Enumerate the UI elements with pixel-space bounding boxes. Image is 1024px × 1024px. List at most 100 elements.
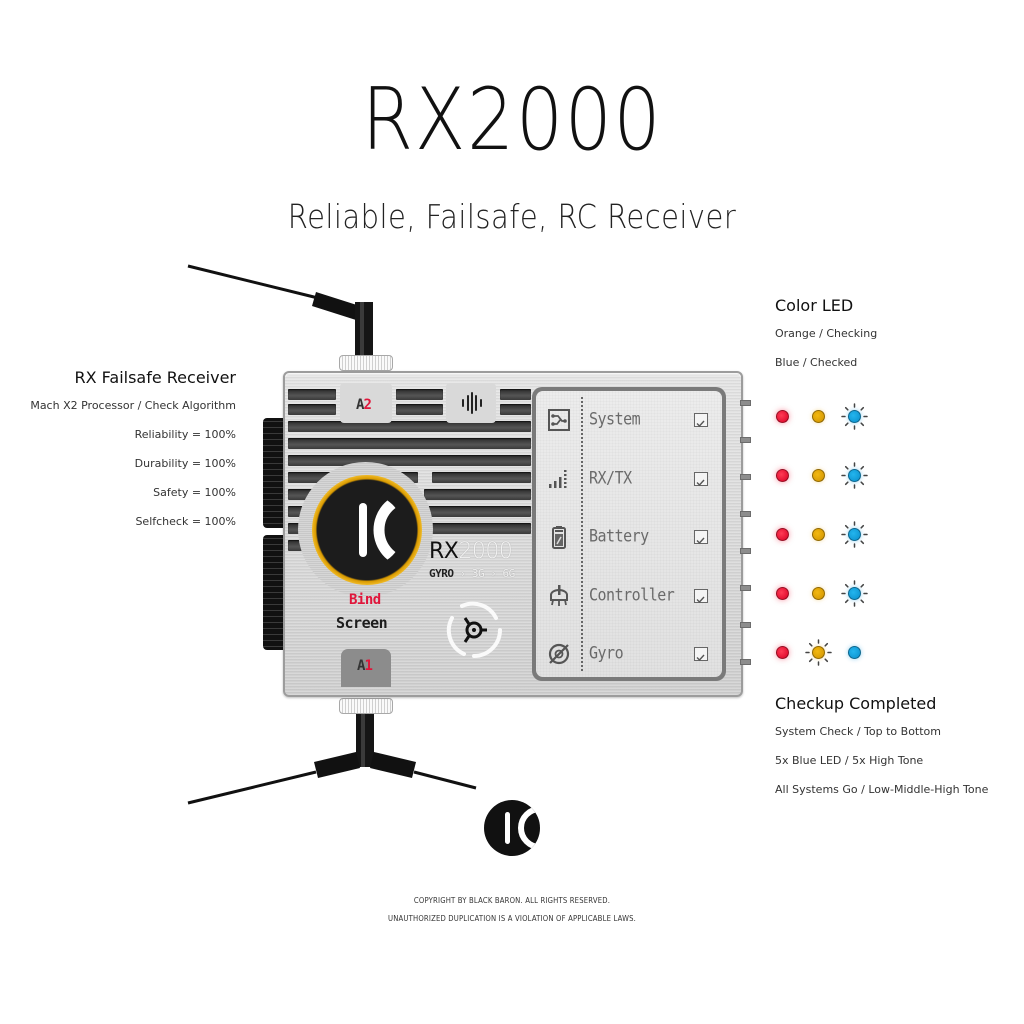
vent-slot xyxy=(396,389,443,400)
battery-icon xyxy=(552,526,566,549)
orange-led-icon xyxy=(812,528,825,541)
blue-led-icon xyxy=(848,528,861,541)
model-prefix: RX xyxy=(429,539,459,564)
page-subtitle: Reliable, Failsafe, RC Receiver xyxy=(287,197,737,236)
screen-item-label: Battery xyxy=(589,525,649,547)
orange-led-icon xyxy=(812,646,825,659)
led-legend-line: Orange / Checking xyxy=(775,327,878,340)
tag-prefix: A xyxy=(356,397,365,413)
vent-slot xyxy=(288,506,304,517)
antenna-top xyxy=(187,264,373,357)
vent-slot xyxy=(288,421,531,432)
heatsink-fin xyxy=(740,511,751,517)
color-led-info: Color LED Orange / Checking Blue / Check… xyxy=(775,296,877,385)
spec-line: Safety = 100% xyxy=(153,486,236,499)
antenna-a2-pad xyxy=(340,383,392,423)
antenna-bottom-connector xyxy=(339,698,393,714)
heatsink-fin xyxy=(740,585,751,591)
color-led-heading: Color LED xyxy=(775,296,854,315)
blue-led-icon xyxy=(848,469,861,482)
vent-slot xyxy=(500,404,531,415)
rotate-arcs-icon xyxy=(446,601,502,658)
orange-led-icon xyxy=(812,587,825,600)
screen-divider xyxy=(581,397,583,671)
screen-item-label: Gyro xyxy=(589,642,624,664)
gyro-modes: GYRO › 3G › 6G xyxy=(429,567,515,580)
check-icon xyxy=(696,596,705,603)
red-led-icon xyxy=(776,587,789,600)
failsafe-heading: RX Failsafe Receiver xyxy=(74,368,236,387)
screen-item-label: System xyxy=(589,408,641,430)
screen-label: Screen xyxy=(336,614,388,632)
copyright-notice: UNAUTHORIZED DUPLICATION IS A VIOLATION … xyxy=(387,914,637,923)
led-row xyxy=(772,521,872,582)
check-icon xyxy=(696,420,705,428)
checkbox-checked[interactable] xyxy=(694,530,708,545)
heatsink-fin xyxy=(740,474,751,480)
heatsink-fin xyxy=(740,659,751,665)
heatsink-fin xyxy=(740,548,751,554)
page-title: RX2000 xyxy=(361,70,663,170)
checkbox-checked[interactable] xyxy=(694,588,708,603)
screen-item-system[interactable]: System xyxy=(536,401,722,441)
heatsink-fin xyxy=(740,622,751,628)
screen-item-rxtx[interactable]: RX/TX xyxy=(536,460,722,500)
screen-item-battery[interactable]: Battery xyxy=(536,518,722,558)
check-icon xyxy=(696,654,705,662)
checkup-line: 5x Blue LED / 5x High Tone xyxy=(775,754,924,767)
red-led-icon xyxy=(776,469,789,482)
spec-line: Selfcheck = 100% xyxy=(135,515,236,528)
vent-slot xyxy=(430,523,531,534)
side-heatsink xyxy=(740,380,752,690)
check-icon xyxy=(696,479,705,486)
model-number: 2000 xyxy=(458,539,513,564)
red-led-icon xyxy=(776,410,789,423)
check-icon xyxy=(696,537,705,545)
antenna-bottom xyxy=(187,712,477,805)
tag-number: 1 xyxy=(364,658,373,674)
brand-logo-icon xyxy=(359,494,403,566)
heatsink-fin xyxy=(740,400,751,406)
circuit-icon xyxy=(548,409,570,431)
vent-slot xyxy=(432,472,531,483)
signal-icon xyxy=(549,469,567,488)
tag-number: 2 xyxy=(363,397,372,413)
gyro-label: GYRO xyxy=(429,567,454,580)
antenna-top-connector xyxy=(339,355,393,371)
gyro-icon xyxy=(548,643,570,665)
footer-brand-logo-icon xyxy=(484,800,540,856)
gyro-mode-list: › 3G › 6G xyxy=(459,567,516,580)
checkbox-checked[interactable] xyxy=(694,413,708,428)
antenna-a1-label: A1 xyxy=(357,658,373,674)
screen-item-controller[interactable]: Controller xyxy=(536,577,722,617)
led-row xyxy=(772,462,872,523)
red-led-icon xyxy=(776,646,789,659)
spec-line: Durability = 100% xyxy=(134,457,236,470)
led-legend-line: Blue / Checked xyxy=(775,356,858,369)
orange-led-icon xyxy=(812,469,825,482)
side-grip-bottom xyxy=(263,535,285,650)
antenna-a1-pad xyxy=(341,649,391,687)
vent-slot xyxy=(288,455,531,466)
vent-slot xyxy=(396,404,443,415)
device-model: RX2000 xyxy=(429,539,513,564)
bind-label: Bind xyxy=(349,592,381,608)
screen-item-label: Controller xyxy=(589,584,675,605)
vent-slot xyxy=(500,389,531,400)
gyro-button[interactable] xyxy=(440,596,508,664)
checkbox-checked[interactable] xyxy=(694,647,708,662)
checkbox-checked[interactable] xyxy=(694,471,708,486)
blue-led-icon xyxy=(848,646,861,659)
side-grip-top xyxy=(263,418,285,528)
vent-slot xyxy=(288,523,302,534)
copyright-line: COPYRIGHT BY BLACK BARON. ALL RIGHTS RES… xyxy=(413,896,611,905)
sound-wave-icon xyxy=(462,392,482,414)
orange-led-icon xyxy=(812,410,825,423)
led-row xyxy=(772,639,872,700)
screen-item-gyro[interactable]: Gyro xyxy=(536,635,722,675)
blue-led-icon xyxy=(848,587,861,600)
led-row xyxy=(772,580,872,641)
blue-led-icon xyxy=(848,410,861,423)
heatsink-fin xyxy=(740,437,751,443)
